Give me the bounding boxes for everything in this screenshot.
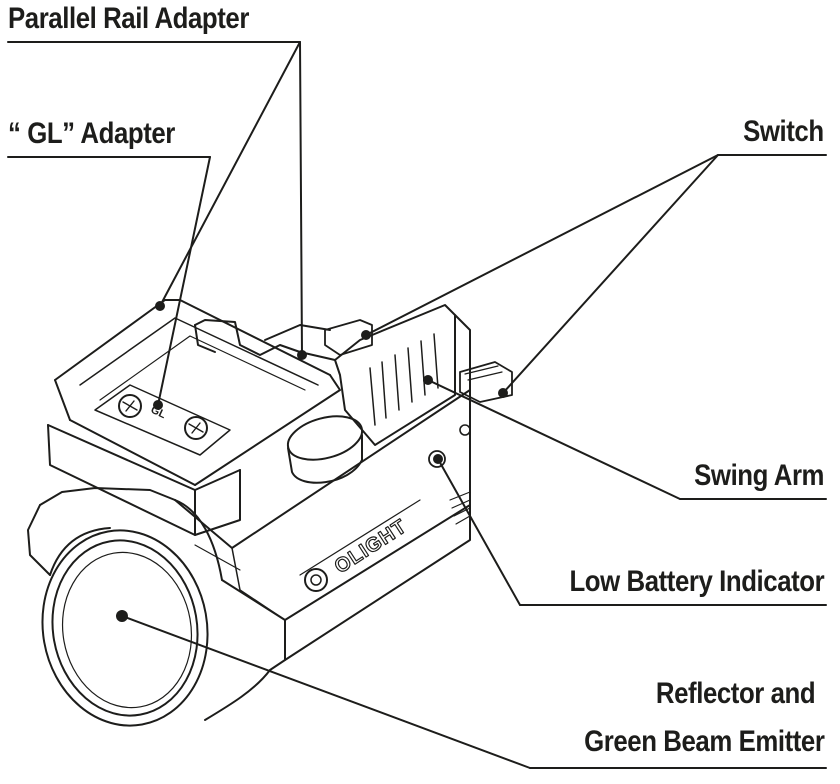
dot-switch-1 [361, 330, 371, 340]
leader-lowbat [437, 458, 521, 606]
lens-assembly [27, 487, 271, 727]
olight-logo-text: OLIGHT [331, 515, 411, 578]
dot-lowbat [433, 454, 443, 464]
dot-swing [423, 375, 433, 385]
leader-switch-1 [365, 154, 719, 336]
label-low-battery-indicator: Low Battery Indicator [569, 565, 824, 598]
leader-swing [427, 379, 681, 500]
leader-parallel-2 [299, 41, 303, 356]
leader-reflector [121, 615, 531, 769]
rail-adapter: GL [47, 299, 341, 536]
label-gl-adapter: “ GL” Adapter [8, 117, 175, 150]
leader-gl [157, 156, 211, 406]
leader-lines [7, 41, 827, 769]
dot-switch-2 [498, 388, 508, 398]
dot-reflector [116, 610, 128, 622]
dot-parallel-2 [297, 350, 307, 360]
dot-parallel-1 [155, 301, 165, 311]
gl-marking: GL [149, 404, 168, 421]
light-body: OLIGHT [174, 389, 471, 671]
swing-arm-assembly [286, 304, 513, 484]
label-switch: Switch [743, 115, 824, 148]
dot-gl [153, 400, 163, 410]
leader-switch-2 [502, 154, 719, 394]
leader-dots [116, 301, 508, 622]
label-reflector-line1: Reflector and [655, 677, 816, 710]
label-parallel-rail-adapter: Parallel Rail Adapter [8, 2, 249, 35]
label-reflector-line2: Green Beam Emitter [583, 725, 825, 758]
label-swing-arm: Swing Arm [694, 459, 824, 492]
leader-parallel-1 [159, 41, 301, 307]
